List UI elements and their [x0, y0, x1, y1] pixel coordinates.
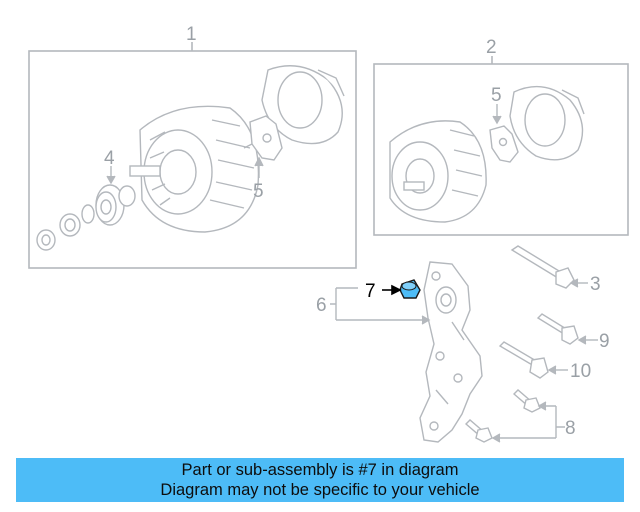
bolt-drawings [464, 245, 579, 443]
callout-5-left[interactable]: 5 [253, 181, 264, 202]
callout-6[interactable]: 6 [316, 295, 327, 316]
callout-9[interactable]: 9 [599, 331, 610, 352]
leader-lines [106, 104, 598, 443]
callout-2[interactable]: 2 [486, 37, 497, 58]
callout-7[interactable]: 7 [365, 281, 376, 302]
bracket-drawing [419, 261, 483, 443]
alternator-2-drawing [389, 85, 585, 223]
alternator-assembly-box-2 [373, 56, 629, 236]
banner-line-1: Part or sub-assembly is #7 in diagram [181, 461, 459, 479]
callout-10[interactable]: 10 [570, 361, 591, 382]
part-7-arrow [382, 284, 402, 296]
info-banner: Part or sub-assembly is #7 in diagram Di… [16, 458, 624, 502]
callout-4[interactable]: 4 [104, 148, 115, 169]
callout-5-right[interactable]: 5 [491, 85, 502, 106]
callout-1[interactable]: 1 [186, 24, 197, 45]
banner-line-2: Diagram may not be specific to your vehi… [160, 481, 480, 499]
part-7-highlight [399, 279, 421, 299]
callout-8[interactable]: 8 [565, 418, 576, 439]
callout-3[interactable]: 3 [590, 274, 601, 295]
alternator-assembly-box-1 [28, 42, 357, 269]
alternator-1-drawing [36, 65, 345, 251]
